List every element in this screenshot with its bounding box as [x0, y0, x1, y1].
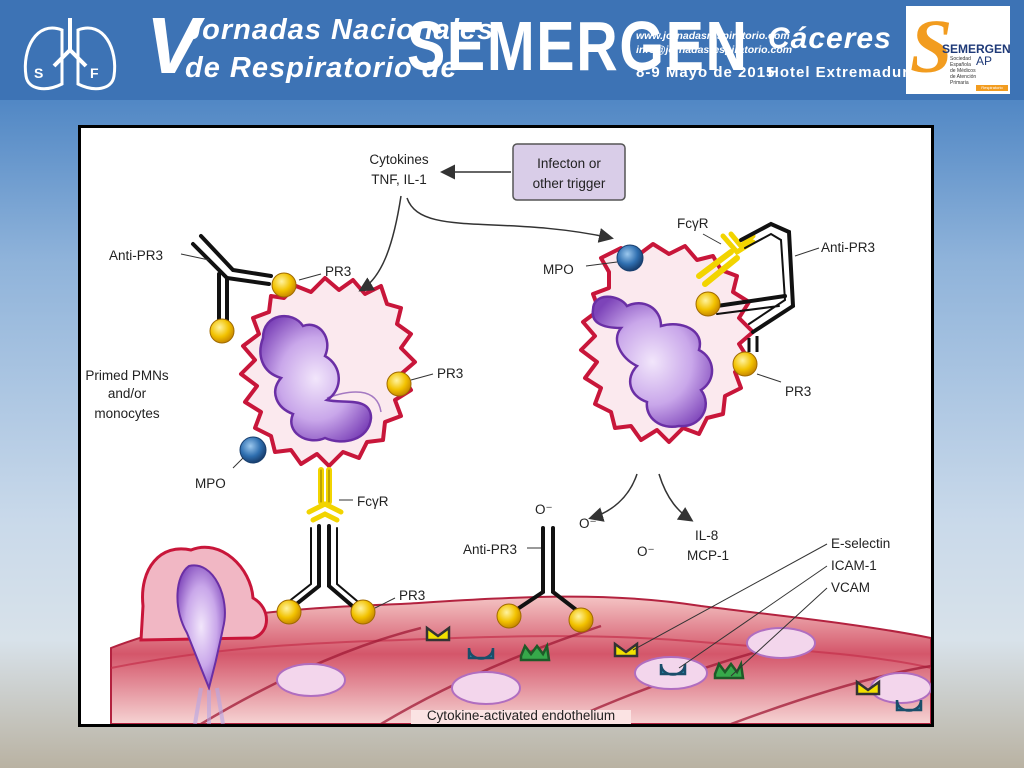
migrating-cell [139, 545, 268, 724]
pr3-antigen [496, 603, 522, 629]
pr3-antigen [386, 371, 412, 397]
fcgr-receptor-left [306, 467, 344, 523]
trigger-line-2: other trigger [533, 176, 606, 191]
adhesion-label-icam: ICAM-1 [831, 558, 877, 573]
logo-line: Española [950, 62, 971, 68]
superoxide-label: O⁻ [579, 516, 597, 531]
pr3-antigen [350, 599, 376, 625]
cytokines-types-label: TNF, IL-1 [371, 172, 427, 187]
right-neutrophil [579, 242, 755, 444]
left-pr3-bottom-label: PR3 [399, 588, 425, 603]
adhesion-label-vcam: VCAM [831, 580, 870, 595]
fcgr-receptor-right [696, 231, 756, 287]
mid-anti-pr3-label: Anti-PR3 [463, 542, 517, 557]
left-pr3-top-label: PR3 [325, 264, 351, 279]
logo-suffix: AP [976, 54, 993, 68]
superoxide-label: O⁻ [637, 544, 655, 559]
primed-cells-label: monocytes [94, 406, 160, 421]
conference-header: S F V Jornadas Nacionales de Respiratori… [0, 0, 1024, 100]
mpo-granule [239, 436, 267, 464]
event-dates: 8-9 Mayo de 2015 [636, 64, 776, 81]
title-line-2: de Respiratorio de [185, 52, 458, 84]
pr3-antigen [568, 607, 594, 633]
logo-tag: Respiratorio [976, 85, 1008, 91]
logo-initial: S [910, 5, 953, 89]
right-anti-pr3-label: Anti-PR3 [821, 240, 875, 255]
logo-line: de Atención [950, 74, 977, 80]
anti-pr3-antibody-mid [511, 526, 581, 614]
anca-vasculitis-diagram: Infecton or other trigger Cytokines TNF,… [85, 143, 931, 724]
pr3-antigen [276, 599, 302, 625]
pr3-antigen [695, 291, 721, 317]
chemokine-label: IL-8 [695, 528, 718, 543]
left-fcgr-label: FcγR [357, 494, 389, 509]
svg-text:S: S [34, 65, 43, 81]
label-leaders [180, 233, 828, 677]
pr3-antigen [271, 272, 297, 298]
primed-cells-label: and/or [108, 386, 147, 401]
cytokines-label: Cytokines [369, 152, 429, 167]
anti-pr3-antibody-bottom [282, 524, 364, 612]
logo-name: SEMERGEN [942, 42, 1011, 56]
trigger-box: Infecton or other trigger [512, 143, 626, 201]
logo-line: Sociedad [950, 56, 971, 62]
logo-line: Primaria [950, 80, 969, 86]
brand-title: SEMERGEN [407, 7, 749, 85]
left-anti-pr3-label: Anti-PR3 [109, 248, 163, 263]
edition-numeral: V [146, 1, 200, 90]
adhesion-label-eselectin: E-selectin [831, 536, 890, 551]
left-pr3-right-label: PR3 [437, 366, 463, 381]
right-pr3-label: PR3 [785, 384, 811, 399]
logo-line: de Médicos [950, 68, 976, 74]
svg-text:F: F [90, 65, 99, 81]
mpo-granule [616, 244, 644, 272]
semergen-logo: S SEMERGEN AP Sociedad Española de Médic… [906, 5, 1011, 94]
left-mpo-label: MPO [195, 476, 226, 491]
anti-pr3-antibody-left [191, 234, 273, 325]
website-link[interactable]: www.jornadasrespiratorio.com [636, 30, 790, 42]
pr3-antigen [732, 351, 758, 377]
lungs-logo-icon: S F [23, 18, 117, 91]
primed-cells-label: Primed PMNs [85, 368, 169, 383]
diagram-panel: Infecton or other trigger Cytokines TNF,… [78, 125, 934, 727]
title-line-1: Jornadas Nacionales [185, 14, 495, 46]
adhesion-molecules [425, 625, 923, 712]
chemokine-label: MCP-1 [687, 548, 729, 563]
pr3-antigen [209, 318, 235, 344]
endothelium-label: Cytokine-activated endothelium [427, 708, 615, 723]
pathway-arrows [358, 164, 694, 522]
trigger-line-1: Infecton or [537, 156, 601, 171]
anti-pr3-antibody-right [715, 221, 796, 334]
event-city: Cáceres [768, 22, 892, 55]
superoxide-label: O⁻ [535, 502, 553, 517]
left-neutrophil [239, 276, 417, 468]
email-link[interactable]: info@jornadasrespiratorio.com [636, 44, 793, 56]
right-fcgr-label: FcγR [677, 216, 709, 231]
event-venue: Hotel Extremadura [768, 64, 919, 81]
right-mpo-label: MPO [543, 262, 574, 277]
